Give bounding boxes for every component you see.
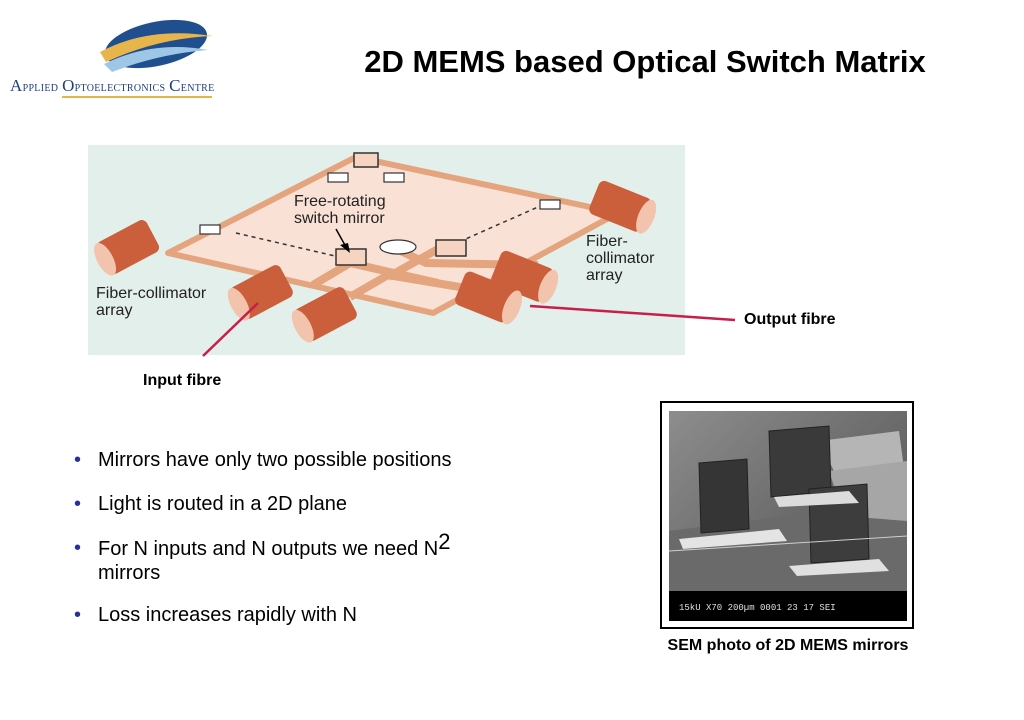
sem-scale-bar-text: 15kU X70 200µm 0001 23 17 SEI bbox=[679, 603, 836, 613]
logo-emblem-icon bbox=[100, 19, 213, 72]
diagram-label-left-array: Fiber-collimator array bbox=[96, 285, 207, 319]
logo-text: Applied Optoelectronics Centre bbox=[10, 76, 215, 95]
bullet-item: Mirrors have only two possible positions bbox=[72, 448, 592, 472]
logo-underline bbox=[62, 96, 212, 98]
bullet-item: For N inputs and N outputs we need N2mir… bbox=[72, 530, 592, 585]
collimator-cylinders bbox=[94, 180, 657, 343]
logo bbox=[8, 8, 298, 108]
bullet-list: Mirrors have only two possible positions… bbox=[72, 448, 592, 647]
input-fibre-label: Input fibre bbox=[143, 372, 222, 389]
diagram-label-right-array: Fiber- collimator array bbox=[586, 233, 655, 284]
sem-caption: SEM photo of 2D MEMS mirrors bbox=[667, 637, 909, 654]
page-title: 2D MEMS based Optical Switch Matrix bbox=[364, 44, 926, 79]
mems-switch-illustration bbox=[94, 152, 657, 343]
bullet-item: Light is routed in a 2D plane bbox=[72, 492, 592, 516]
output-fibre-label: Output fibre bbox=[744, 311, 836, 328]
sem-photo-frame: 15kU X70 200µm 0001 23 17 SEI bbox=[660, 401, 914, 629]
diagram-label-mirror: Free-rotating switch mirror bbox=[294, 193, 386, 227]
sem-photo: 15kU X70 200µm 0001 23 17 SEI bbox=[669, 411, 907, 621]
bullet-item: Loss increases rapidly with N bbox=[72, 603, 592, 627]
mems-switch-diagram: Free-rotating switch mirror Fiber-collim… bbox=[88, 145, 685, 355]
